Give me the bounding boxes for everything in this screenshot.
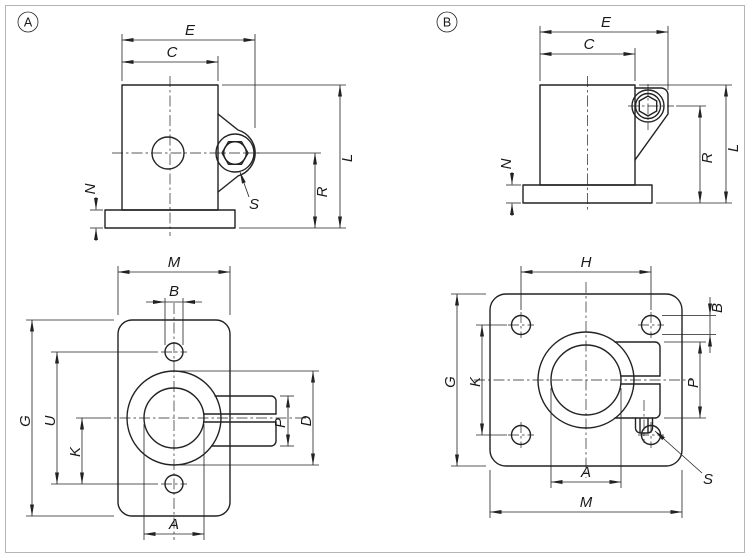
view-a-front: M B G U K P [17, 254, 319, 540]
b-front-dim-H: H [581, 254, 592, 271]
a-side-dim-N: N [82, 183, 99, 194]
a-front-dim-D: D [298, 415, 315, 426]
variant-b-badge-label: B [443, 16, 451, 30]
b-front-dim-B: B [709, 303, 726, 313]
hex-nut [221, 140, 249, 166]
b-front-dim-P: P [685, 378, 702, 388]
a-front-dim-K: K [67, 446, 84, 457]
view-b-front: H B G K P A [442, 254, 726, 518]
view-a-front-centerlines [100, 303, 310, 540]
a-side-dim-S: S [249, 196, 259, 213]
view-b-front-dimensions: H B G K P A [442, 254, 726, 518]
a-front-dim-U: U [42, 415, 59, 426]
view-b-side: E C N L R [498, 14, 742, 216]
view-a-side-centerlines [112, 76, 262, 236]
clamp-arm-top [214, 395, 277, 415]
variant-a-badge: A [17, 11, 39, 33]
a-front-dim-M: M [168, 254, 181, 271]
view-a-side-dimensions: E C N L R S [82, 22, 356, 241]
a-side-dim-R: R [314, 186, 331, 197]
a-front-dim-G: G [17, 415, 34, 427]
b-front-dim-M: M [580, 494, 593, 511]
view-b-side-part [522, 84, 669, 204]
clamp-arm-bottom [211, 421, 277, 447]
b-side-dim-E: E [601, 14, 612, 31]
view-b-front-centerlines [474, 282, 692, 478]
drawing-border [5, 5, 745, 553]
b-front-dim-S: S [703, 471, 713, 488]
view-a-side: E C N L R S [82, 22, 356, 241]
a-side-dim-E: E [185, 22, 196, 39]
a-side-dim-C: C [167, 44, 178, 61]
a-front-dim-P: P [272, 418, 289, 428]
variant-b-badge: B [436, 11, 458, 33]
a-front-dim-A: A [168, 516, 179, 533]
flange-plate [117, 319, 231, 517]
view-b-side-dimensions: E C N L R [498, 14, 742, 216]
hex-socket [638, 95, 658, 117]
b-front-dim-K: K [467, 376, 484, 387]
view-a-front-dimensions: M B G U K P [17, 254, 319, 540]
view-a-side-part [104, 84, 256, 229]
b-front-dim-G: G [442, 376, 459, 388]
view-b-side-centerlines [587, 76, 674, 212]
b-side-dim-N: N [498, 158, 515, 169]
b-side-dim-R: R [699, 152, 716, 163]
clamp-arm-bottom [614, 383, 661, 419]
b-front-dim-A: A [580, 464, 591, 481]
b-side-dim-L: L [725, 144, 742, 152]
a-side-dim-L: L [339, 154, 356, 162]
clamp-arm-top [614, 341, 661, 377]
variant-a-badge-circle [17, 11, 39, 33]
variant-b-badge-circle [436, 11, 458, 33]
b-side-dim-C: C [584, 36, 595, 53]
a-front-dim-B: B [169, 283, 179, 300]
clamp-lug [634, 87, 669, 161]
variant-a-badge-label: A [24, 16, 33, 30]
screw-head [634, 417, 654, 434]
